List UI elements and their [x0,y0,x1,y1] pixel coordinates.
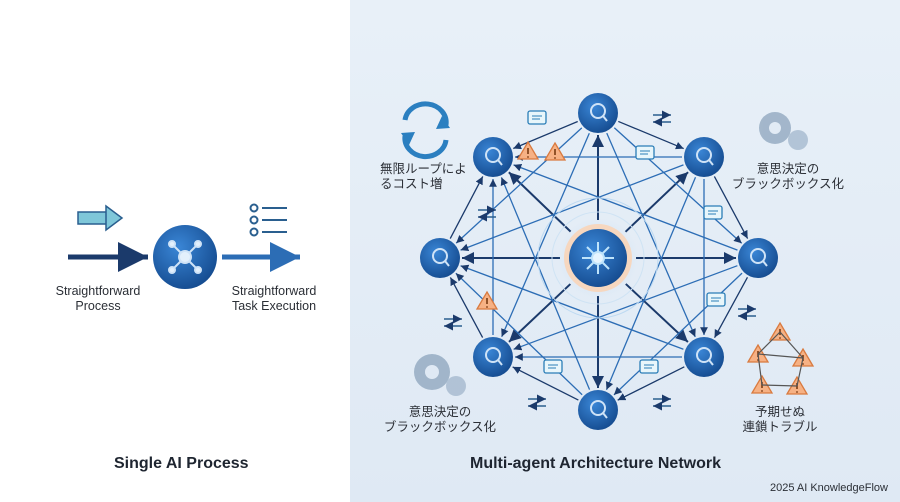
arrow-right-icon [77,211,109,225]
agent-link [713,176,749,239]
agent-link [713,277,749,338]
agent-node [473,337,513,377]
swap-icon [444,314,462,331]
warning-icon [768,321,792,341]
label-blackbox-top: 意思決定の ブラックボックス化 [731,162,845,191]
network-decorations [444,110,815,411]
label-loop-cost: 無限ループによ るコスト増 [380,162,467,191]
agent-link [455,127,583,244]
agent-link [513,163,738,251]
chat-icon [635,145,655,160]
chat-icon [639,359,659,374]
agent-link [460,264,684,350]
hub-spoke [625,283,689,343]
gear-icon [414,354,466,396]
arrow-right-icon-head [105,204,124,232]
gear-icon [759,112,808,150]
central-hub [537,197,659,319]
swap-icon [738,304,756,321]
swap-icon [478,205,496,222]
swap-icon [528,394,546,411]
swap-icon [653,110,671,127]
multi-agent-title: Multi-agent Architecture Network [470,455,721,472]
agent-link [449,277,484,338]
warning-icon [475,290,499,310]
label-straightforward-process: Straightforward Process [55,284,141,313]
agent-link [512,366,579,401]
agent-link [618,120,684,150]
chain-trouble-graph [757,331,804,387]
credit-footer: 2025 AI KnowledgeFlow [769,482,888,494]
list-icon [249,203,287,237]
hub-spoke [508,171,572,233]
agent-link [455,272,583,396]
agent-node [578,390,618,430]
hub-spoke [624,171,689,233]
agent-node [578,93,618,133]
hub-spoke [508,283,572,343]
agent-link [605,177,697,390]
refresh-icon [401,101,450,160]
label-chain-trouble: 予期せぬ 連鎖トラブル [742,405,818,434]
chat-icon [703,205,723,220]
single-ai-flow [68,203,300,289]
agent-link [513,120,578,150]
single-ai-title: Single AI Process [114,455,249,472]
agent-link [606,132,696,338]
agent-link [513,265,738,351]
chat-icon [527,110,547,125]
agent-node [684,337,724,377]
agent-node [684,137,724,177]
label-blackbox-bottom: 意思決定の ブラックボックス化 [383,405,497,434]
agent-nodes [420,93,778,430]
warning-icon [543,141,567,161]
chat-icon [706,292,726,307]
agent-link [500,177,591,390]
warning-icon [516,140,540,160]
network-edges [449,120,749,401]
agent-link [449,176,484,239]
chat-icon [543,359,563,374]
agent-link [501,132,590,338]
agent-node [738,238,778,278]
agent-node [473,137,513,177]
agent-node [420,238,460,278]
agent-link [460,164,684,251]
single-ai-node [153,225,217,289]
agent-link [617,366,685,401]
swap-icon [653,394,671,411]
label-straightforward-execution: Straightforward Task Execution [231,284,317,313]
